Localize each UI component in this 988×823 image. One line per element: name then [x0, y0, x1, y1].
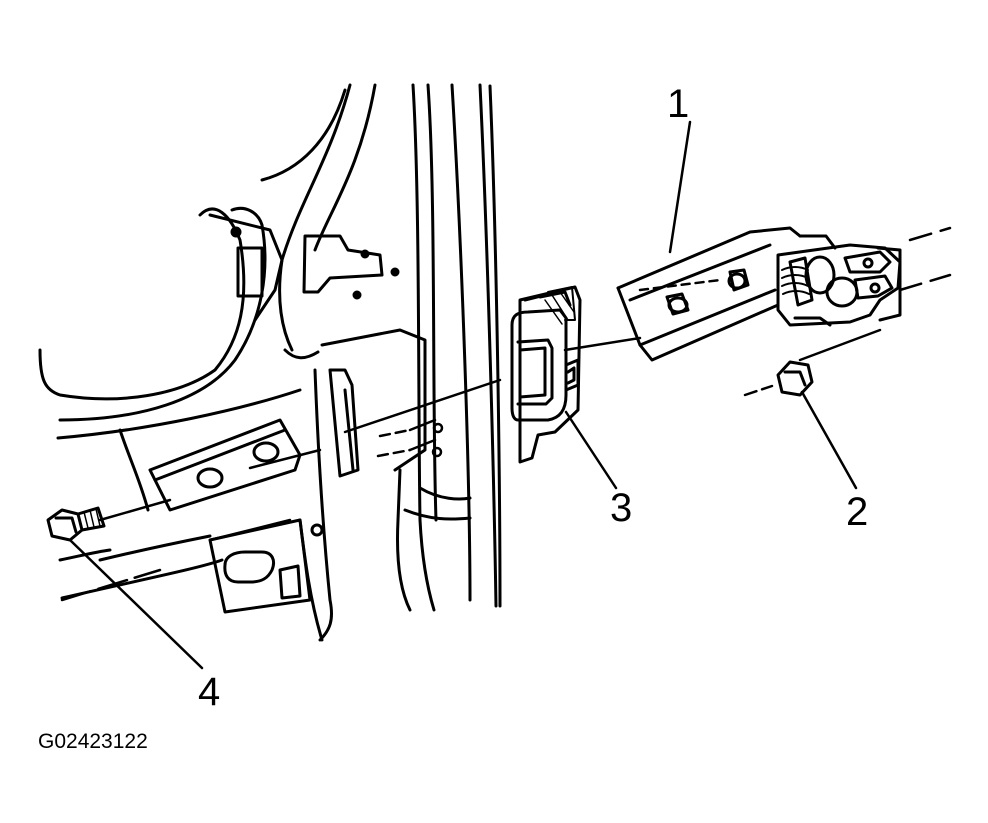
hinge-cover — [512, 287, 580, 462]
callout-2: 2 — [846, 490, 869, 534]
leader-lines — [70, 122, 856, 668]
body-pillar — [262, 85, 500, 640]
callout-1: 1 — [667, 82, 690, 126]
hinge-nut — [778, 362, 812, 395]
lower-body — [40, 208, 322, 640]
hinge-bolt — [48, 508, 104, 540]
figure-id: G02423122 — [38, 730, 148, 753]
door-hinge — [618, 228, 900, 360]
alignment-lines — [62, 228, 950, 600]
callout-4: 4 — [198, 670, 221, 714]
callout-3: 3 — [610, 486, 633, 530]
